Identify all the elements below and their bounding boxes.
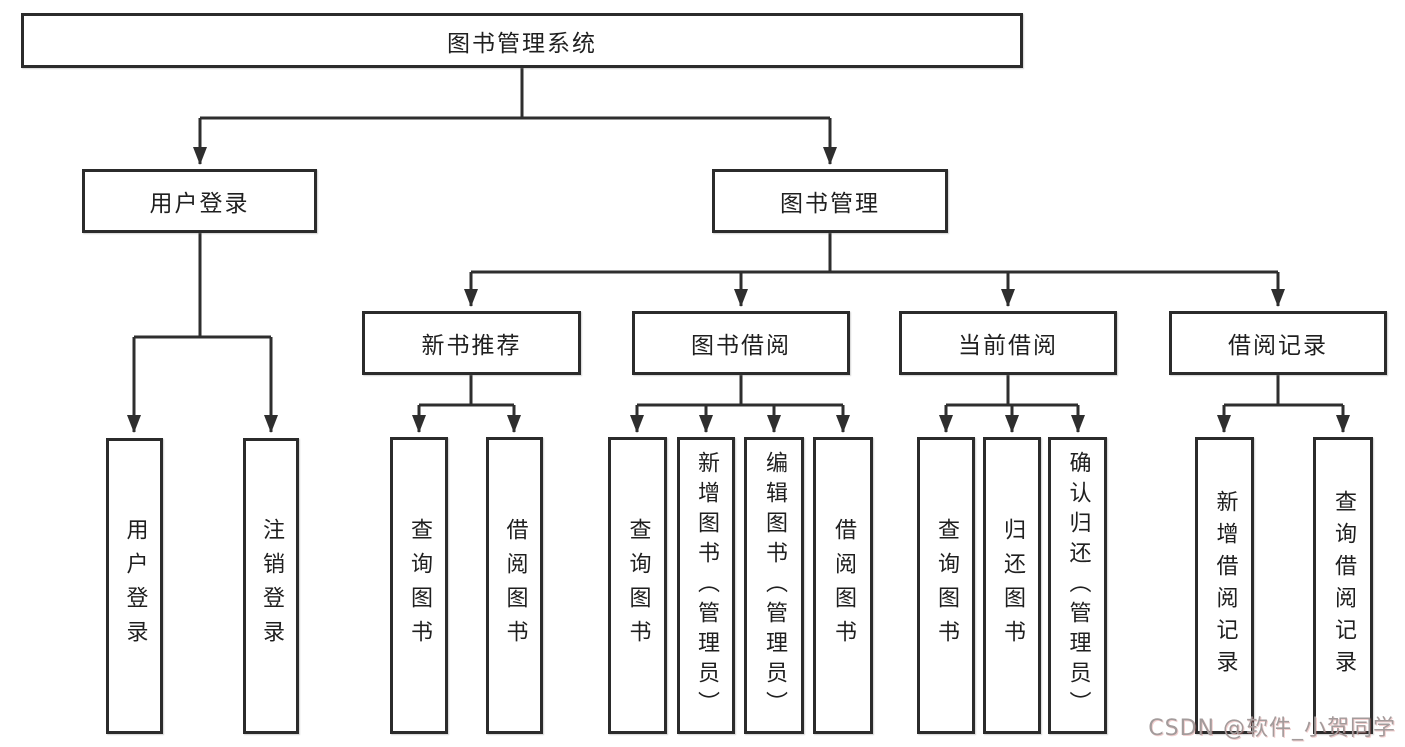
leaf-nb-query-books-label: 查询图书 bbox=[407, 517, 432, 654]
node-book-borrowing-label: 图书借阅 bbox=[691, 333, 791, 359]
node-user-login-label: 用户登录 bbox=[149, 191, 250, 217]
node-borrowing-records: 借阅记录 bbox=[1169, 311, 1387, 375]
leaf-nb-borrow-books: 借阅图书 bbox=[486, 437, 543, 734]
leaf-user-login: 用户登录 bbox=[106, 438, 163, 734]
node-book-management: 图书管理 bbox=[712, 169, 948, 233]
node-book-management-label: 图书管理 bbox=[780, 191, 880, 217]
csdn-watermark: CSDN @软件_小贺同学 bbox=[1148, 716, 1396, 741]
node-current-borrowing: 当前借阅 bbox=[899, 311, 1117, 375]
leaf-br-query-borrow-record: 查询借阅记录 bbox=[1313, 437, 1373, 734]
leaf-cb-return-books-label: 归还图书 bbox=[1000, 517, 1025, 654]
node-user-login: 用户登录 bbox=[82, 169, 317, 233]
leaf-bb-borrow-books-label: 借阅图书 bbox=[831, 517, 856, 654]
leaf-br-add-borrow-record-label: 新增借阅记录 bbox=[1212, 489, 1238, 682]
node-new-book-recommendation-label: 新书推荐 bbox=[421, 333, 522, 359]
node-current-borrowing-label: 当前借阅 bbox=[958, 333, 1058, 359]
leaf-user-logout: 注销登录 bbox=[243, 438, 299, 734]
leaf-bb-query-books-label: 查询图书 bbox=[625, 517, 651, 654]
leaf-bb-borrow-books: 借阅图书 bbox=[813, 437, 873, 734]
leaf-cb-query-books-label: 查询图书 bbox=[934, 517, 959, 654]
node-root-system: 图书管理系统 bbox=[21, 13, 1023, 68]
node-borrowing-records-label: 借阅记录 bbox=[1228, 333, 1328, 359]
leaf-cb-query-books: 查询图书 bbox=[917, 437, 975, 734]
leaf-cb-confirm-return-admin: 确认归还（管理员） bbox=[1048, 437, 1107, 734]
leaf-bb-add-books-admin: 新增图书（管理员） bbox=[677, 437, 735, 734]
leaf-bb-edit-books-admin: 编辑图书（管理员） bbox=[744, 437, 804, 734]
node-new-book-recommendation: 新书推荐 bbox=[362, 311, 581, 375]
leaf-bb-query-books: 查询图书 bbox=[608, 437, 667, 734]
leaf-br-add-borrow-record: 新增借阅记录 bbox=[1195, 437, 1254, 734]
leaf-bb-edit-books-admin-label: 编辑图书（管理员） bbox=[762, 450, 787, 721]
leaf-br-query-borrow-record-label: 查询借阅记录 bbox=[1331, 489, 1356, 682]
node-root-label: 图书管理系统 bbox=[447, 30, 597, 57]
leaf-cb-confirm-return-admin-label: 确认归还（管理员） bbox=[1065, 450, 1091, 721]
leaf-nb-borrow-books-label: 借阅图书 bbox=[502, 517, 528, 654]
leaf-user-logout-label: 注销登录 bbox=[259, 518, 284, 654]
leaf-nb-query-books: 查询图书 bbox=[390, 437, 448, 734]
leaf-bb-add-books-admin-label: 新增图书（管理员） bbox=[694, 450, 719, 721]
node-book-borrowing: 图书借阅 bbox=[632, 311, 850, 375]
leaf-cb-return-books: 归还图书 bbox=[983, 437, 1041, 734]
leaf-user-login-label: 用户登录 bbox=[122, 518, 148, 654]
